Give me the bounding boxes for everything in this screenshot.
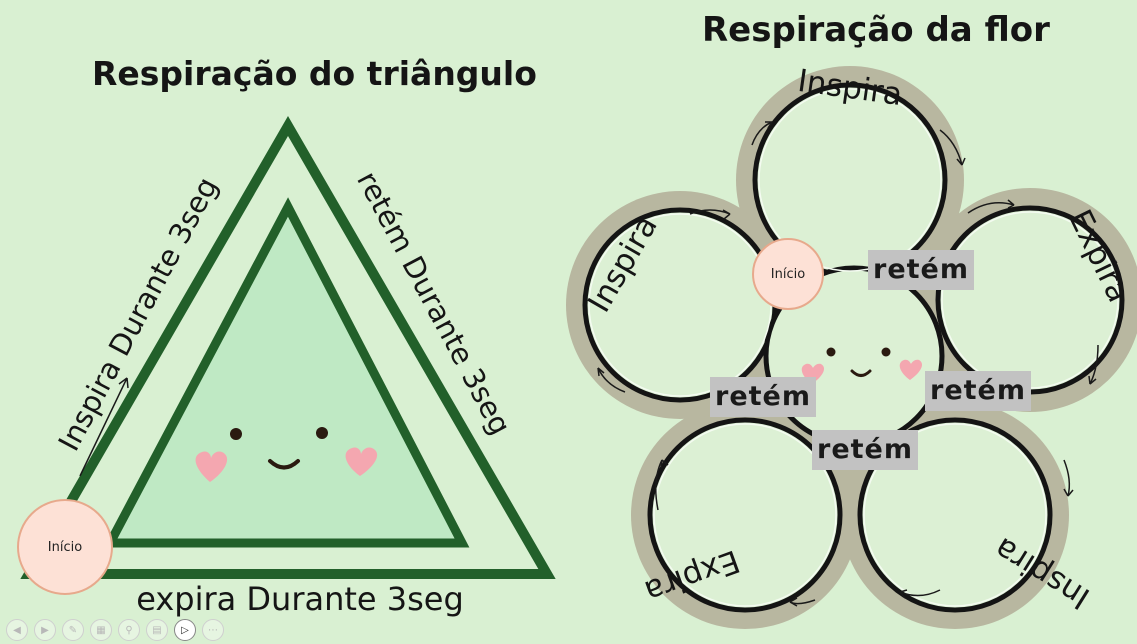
flower-start-label: Início (770, 266, 806, 282)
hold-badge-top: retém (868, 250, 974, 290)
next-icon[interactable]: ▶ (34, 619, 56, 641)
triangle-title: Respiração do triângulo (92, 54, 537, 93)
camera-icon[interactable]: ▷ (174, 619, 196, 641)
flower-title: Respiração da flor (702, 10, 1050, 50)
hold-badge-bottom: retém (812, 430, 918, 470)
hold-badge-right: retém (925, 371, 1031, 411)
flower-cheek-right-icon (899, 359, 923, 380)
triangle-smile (268, 459, 300, 470)
triangle-eye-left (230, 428, 242, 440)
pen-icon[interactable]: ✎ (62, 619, 84, 641)
flower-smile (850, 369, 872, 377)
triangle-bottom-label: expira Durante 3seg (136, 580, 464, 618)
flower-eye-left (826, 347, 836, 357)
presentation-toolbar: ◀ ▶ ✎ ▦ ⚲ ▤ ▷ ⋯ (6, 619, 224, 641)
inhale-arrow (79, 377, 128, 477)
slides-icon[interactable]: ▦ (90, 619, 112, 641)
prev-icon[interactable]: ◀ (6, 619, 28, 641)
flower-start-circle: Início (752, 238, 824, 310)
triangle-start-label: Início (47, 539, 83, 555)
outer-triangle (20, 116, 556, 579)
flower-eye-right (881, 347, 891, 357)
more-icon[interactable]: ⋯ (202, 619, 224, 641)
flow-arrows (597, 121, 1099, 607)
zoom-icon[interactable]: ⚲ (118, 619, 140, 641)
triangle-cheek-right-icon (345, 447, 378, 476)
inhale-arrow-head (118, 377, 129, 389)
triangle-start-circle: Início (17, 499, 113, 595)
subtitles-icon[interactable]: ▤ (146, 619, 168, 641)
triangle-eye-right (316, 427, 328, 439)
triangle-cheek-left-icon (195, 451, 228, 482)
hold-badge-left: retém (710, 377, 816, 417)
